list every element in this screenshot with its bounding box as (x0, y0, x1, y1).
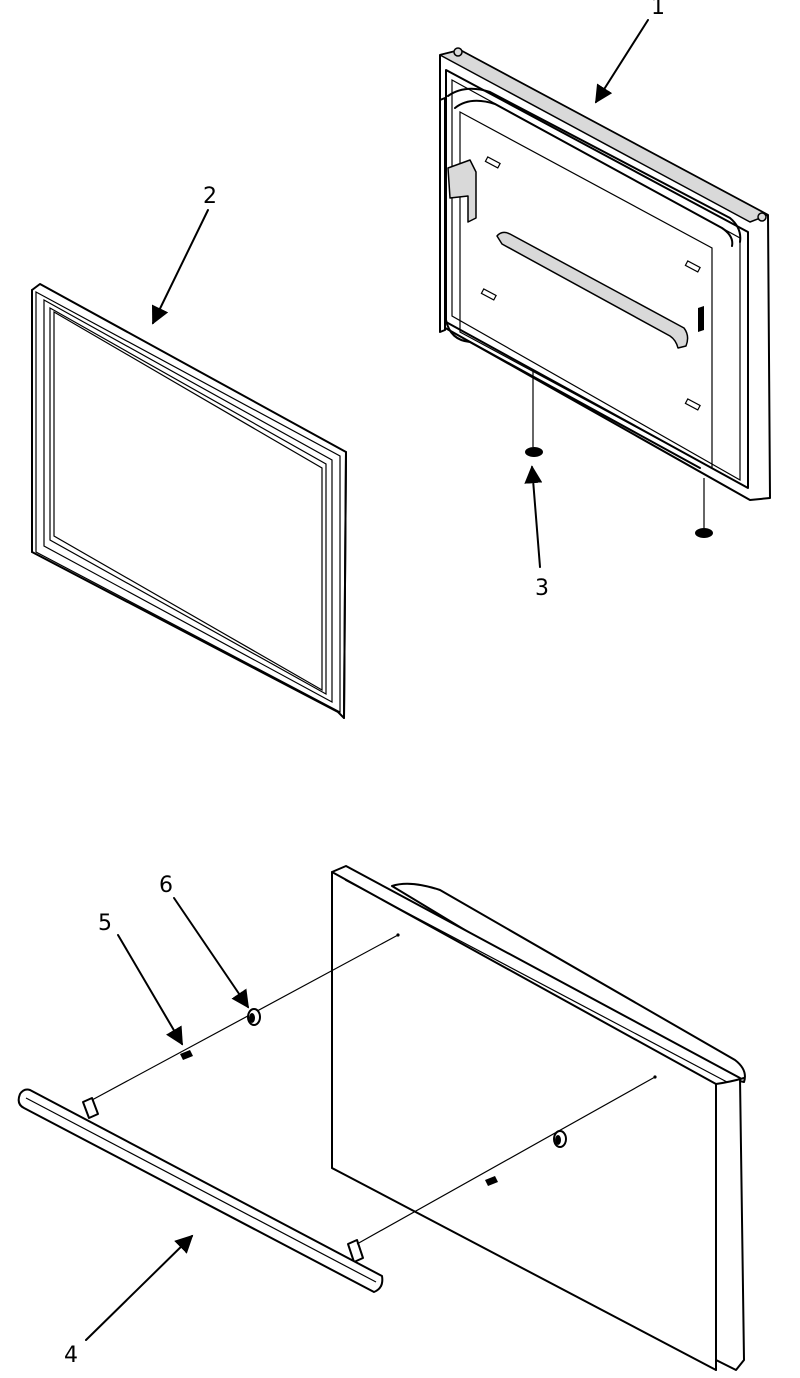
door-inner-panel (439, 47, 771, 501)
callout-4: 4 (64, 1343, 78, 1368)
callout-3: 3 (535, 576, 549, 601)
callout-5: 5 (98, 911, 112, 936)
callout-6: 6 (159, 873, 173, 898)
door-bumper-washers (525, 370, 713, 538)
outer-door-panel (331, 865, 746, 1371)
door-handle-bar (17, 1088, 384, 1293)
handle-mounting-hardware (91, 934, 656, 1245)
callout-1: 1 (651, 0, 665, 20)
door-gasket (31, 283, 347, 719)
callout-arrows (85, 19, 649, 1341)
callout-2: 2 (203, 184, 217, 209)
